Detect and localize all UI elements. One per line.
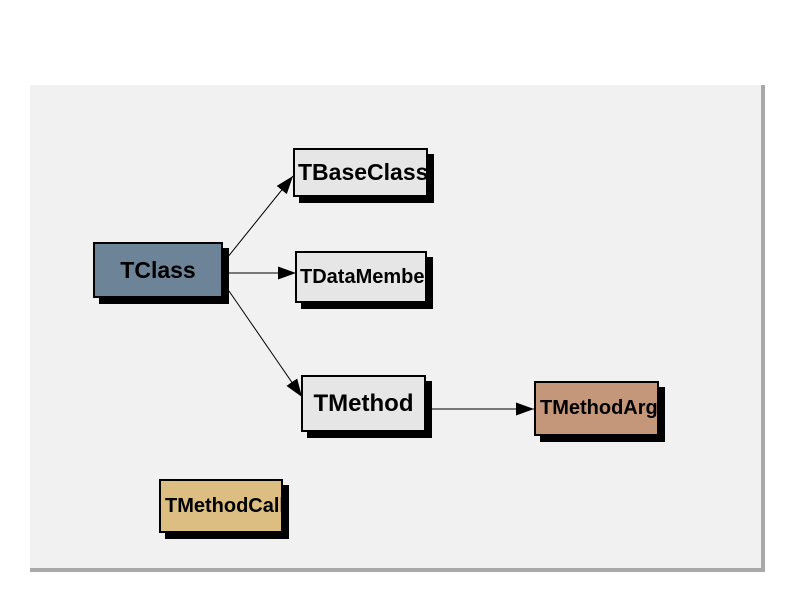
node-tdatamember[interactable]: TDataMember — [295, 251, 427, 303]
node-tmethod[interactable]: TMethod — [301, 375, 426, 432]
node-tmethodarg[interactable]: TMethodArg — [534, 381, 659, 436]
node-tbaseclass[interactable]: TBaseClass — [293, 148, 428, 197]
node-label: TMethodArg — [540, 397, 658, 419]
node-tmethodcall[interactable]: TMethodCall — [159, 479, 283, 533]
edges-layer — [226, 175, 534, 416]
node-label: TClass — [120, 256, 196, 283]
edge-tclass-tbaseclass — [226, 175, 294, 259]
node-tclass[interactable]: TClass — [93, 242, 223, 298]
canvas-panel: TClass TBaseClass TDataMember TMethod TM… — [30, 85, 765, 572]
edge-tclass-tmethod — [228, 290, 303, 398]
node-label: TMethod — [313, 389, 414, 417]
node-label: TBaseClass — [298, 159, 428, 185]
node-label: TMethodCall — [165, 494, 283, 517]
node-label: TDataMember — [300, 265, 427, 288]
